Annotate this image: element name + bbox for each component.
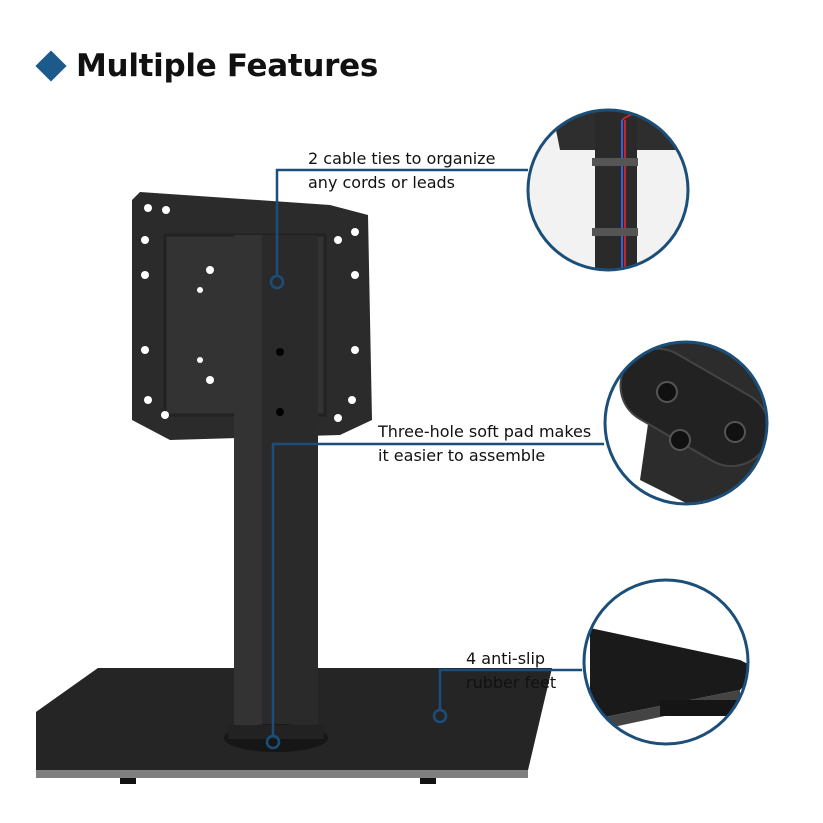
callout-line-cable-ties [275, 168, 528, 276]
callout-cable-ties: 2 cable ties to organize any cords or le… [308, 147, 495, 195]
callout-line-feet [438, 668, 582, 710]
callout-text: 4 anti-slip [466, 649, 546, 668]
callout-text: rubber feet [466, 673, 557, 692]
callout-text: any cords or leads [308, 173, 455, 192]
callout-rubber-feet: 4 anti-slip rubber feet [466, 647, 556, 695]
callout-text: 2 cable ties to organize [308, 149, 496, 168]
callout-line-soft-pad [271, 442, 604, 736]
title-text: Multiple Features [76, 48, 379, 84]
detail-soft-pad [606, 343, 766, 503]
callout-text: Three-hole soft pad makes [378, 422, 592, 441]
detail-rubber-feet [585, 581, 747, 743]
detail-cable-ties [529, 111, 687, 269]
callout-soft-pad: Three-hole soft pad makes it easier to a… [378, 420, 591, 468]
page-title: Multiple Features [34, 48, 378, 84]
callout-text: it easier to assemble [378, 446, 546, 465]
